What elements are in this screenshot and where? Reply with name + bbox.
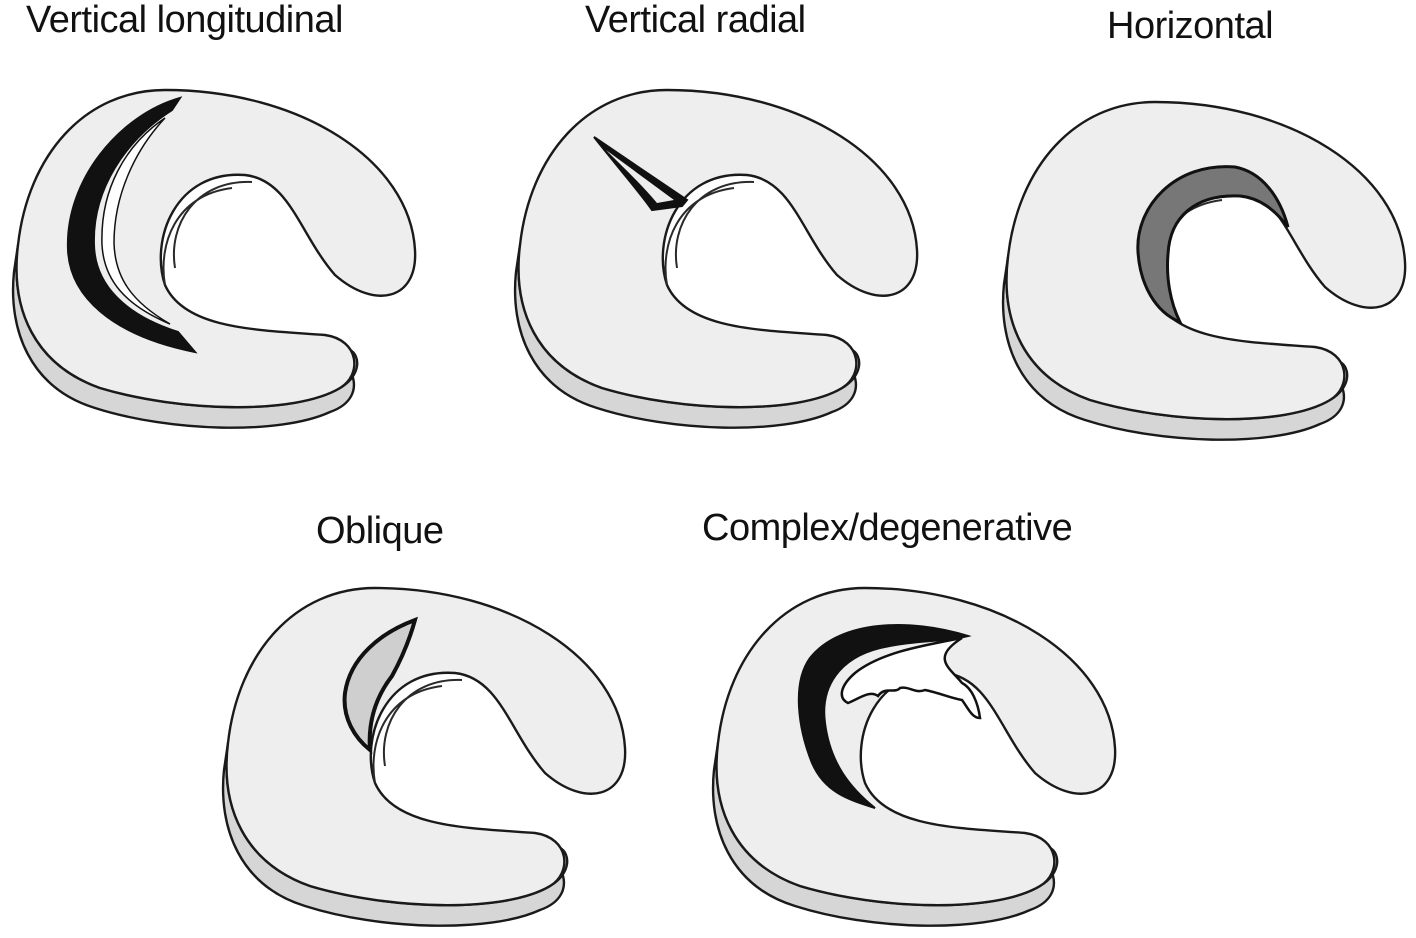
panel-label-vertical-longitudinal: Vertical longitudinal xyxy=(26,0,343,41)
meniscus-disc-1 xyxy=(11,88,417,429)
tear-horizontal xyxy=(1136,165,1290,325)
tear-gap xyxy=(606,150,674,203)
panel-horizontal: Horizontal xyxy=(1001,5,1407,441)
tear-complex-degenerative xyxy=(797,624,972,809)
tear-oblique xyxy=(342,616,418,755)
panel-complex-degenerative: Complex/degenerative xyxy=(702,507,1117,927)
panel-label-oblique: Oblique xyxy=(316,510,443,552)
tear-vertical-radial xyxy=(593,136,689,212)
meniscus-disc-3 xyxy=(1001,100,1407,441)
meniscus-disc-5 xyxy=(711,586,1117,927)
panel-label-horizontal: Horizontal xyxy=(1107,5,1273,47)
meniscus-disc-4 xyxy=(221,586,627,927)
panel-oblique: Oblique xyxy=(221,510,627,927)
tear-gap xyxy=(101,117,171,325)
panel-vertical-longitudinal: Vertical longitudinal xyxy=(11,0,417,429)
panel-label-vertical-radial: Vertical radial xyxy=(585,0,806,41)
tear-vertical-longitudinal xyxy=(66,96,198,354)
meniscus-disc-2 xyxy=(513,88,919,429)
panel-label-complex-degenerative: Complex/degenerative xyxy=(702,507,1072,549)
tear-ragged-edge xyxy=(840,636,982,720)
panel-vertical-radial: Vertical radial xyxy=(513,0,919,429)
